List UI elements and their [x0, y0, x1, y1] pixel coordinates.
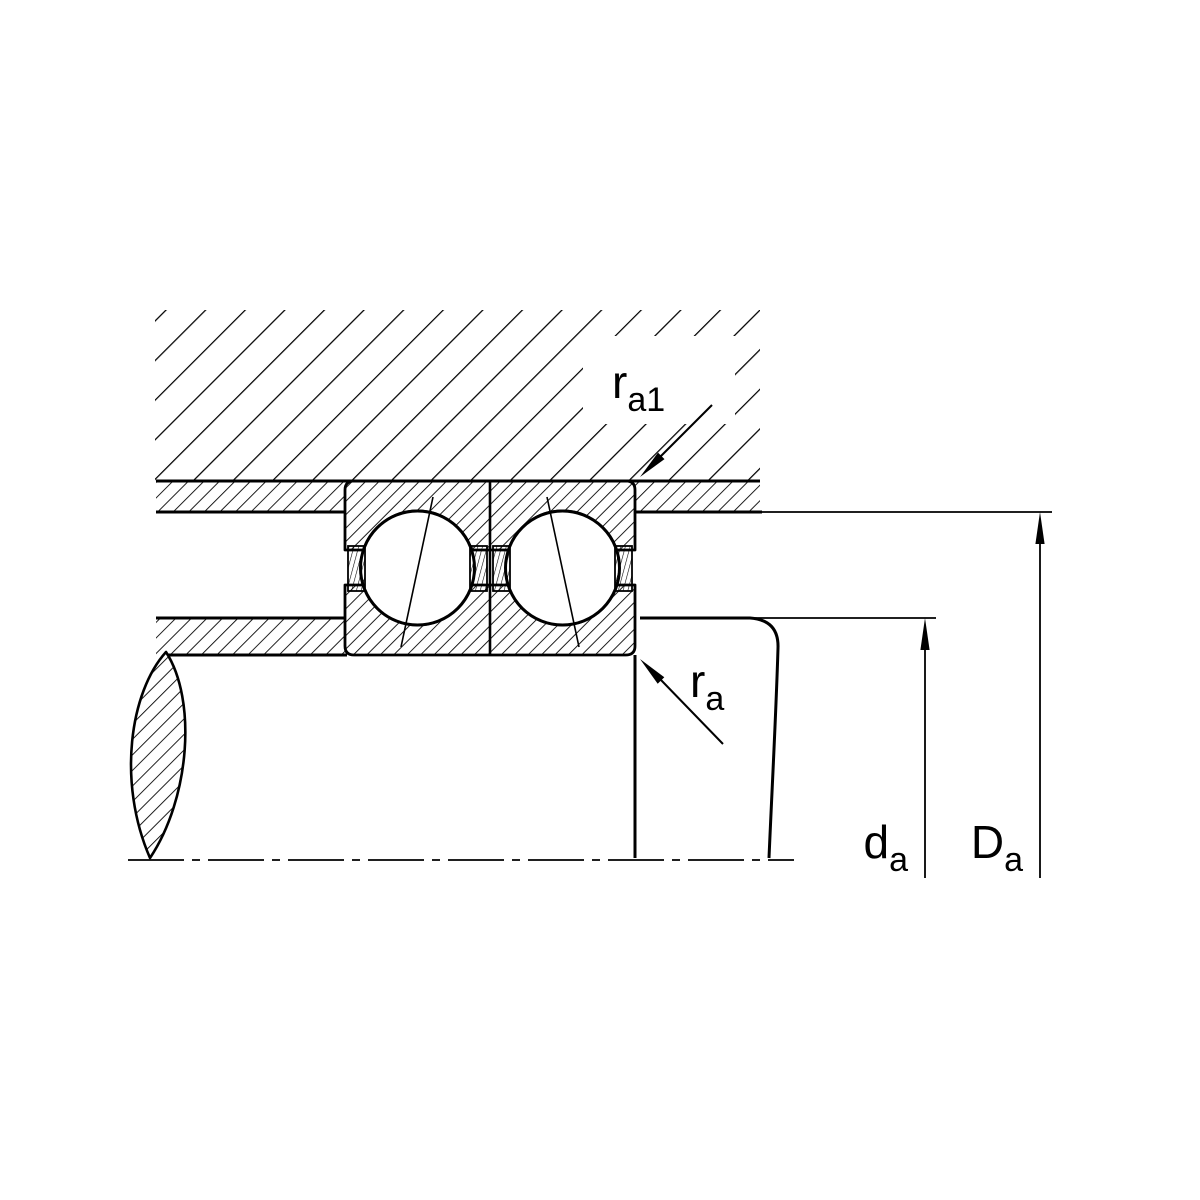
cage-left-outer	[347, 545, 366, 592]
shaft-shoulder-hatch	[156, 618, 345, 655]
ra1-label: ra1	[612, 356, 665, 419]
contact-line-left	[400, 496, 434, 648]
shaft-right-contour	[640, 616, 780, 859]
cage-right-outer	[614, 545, 633, 592]
da-label: da	[863, 816, 908, 879]
da-arrowhead	[920, 618, 930, 650]
ra1-label-clearing	[583, 336, 735, 424]
ra1-arrowhead	[640, 452, 665, 477]
Da-label: Da	[971, 816, 1023, 879]
ra-arrowhead	[640, 659, 665, 684]
cage-right-inner	[492, 545, 511, 592]
Da-arrowhead	[1035, 512, 1045, 544]
housing-shoulder-right-hatch	[635, 481, 760, 512]
shaft-break-section	[129, 650, 187, 860]
ra-callout: ra	[640, 655, 724, 745]
contact-line-right	[546, 496, 580, 648]
ra-leader-line	[660, 679, 724, 745]
dimension-da: da	[863, 618, 930, 879]
dimension-Da: Da	[971, 512, 1045, 879]
cage-left-inner	[469, 545, 488, 592]
ra-label: ra	[690, 655, 724, 718]
housing-shoulder-left-hatch	[156, 481, 345, 512]
ra1-leader-line	[657, 404, 713, 460]
ra1-callout: ra1	[612, 356, 713, 477]
